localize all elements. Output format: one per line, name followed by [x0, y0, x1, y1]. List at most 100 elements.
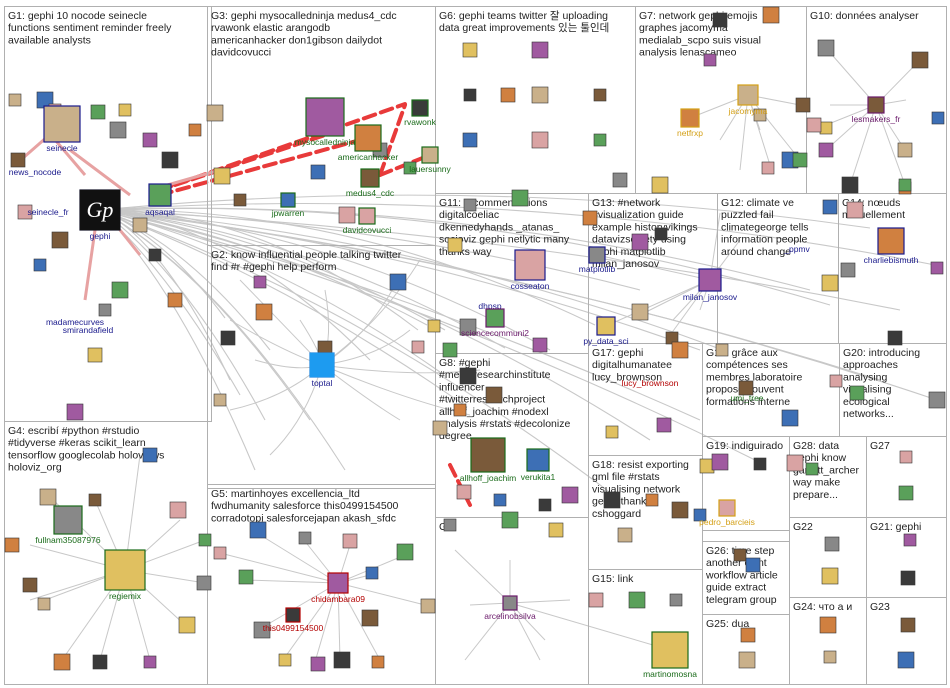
node-label-medus4-cdc: medus4_cdc: [346, 188, 395, 198]
node-avatar: [786, 454, 804, 472]
node-avatar: [605, 425, 619, 439]
node-label-regiemix: regiemix: [109, 591, 142, 601]
node-avatar: [841, 176, 859, 194]
edge: [849, 104, 877, 186]
node-avatar: [92, 654, 108, 670]
node-avatar: [819, 121, 833, 135]
group-label-g15: G15: link: [592, 573, 634, 585]
group-label-g24: G24: что а и: [793, 601, 852, 613]
node-avatar: [396, 543, 414, 561]
node-avatar: [617, 527, 633, 543]
node-avatar: [817, 39, 835, 57]
group-label-g8: G8: #gephi: [439, 357, 490, 369]
node-avatar: [206, 104, 224, 122]
node-avatar: [711, 453, 729, 471]
node-label-this0499154500: this0499154500: [263, 623, 324, 633]
node-allhoff-joachim: [470, 437, 506, 473]
edge: [99, 209, 271, 351]
node-avatar: [593, 133, 607, 147]
group-label-g7: G7: network gephi emojis: [639, 10, 757, 22]
node-avatar: [899, 450, 913, 464]
edge: [509, 599, 571, 604]
group-label-g8: analysis #rstats #decolonize: [439, 418, 570, 430]
node-avatar: [738, 380, 754, 396]
node-avatar: [654, 227, 668, 241]
edge: [229, 319, 323, 366]
group-label-g1: G1: gephi 10 nocode seinecle: [8, 10, 147, 22]
node-jpwarren: [280, 192, 296, 208]
node-avatar: [928, 391, 946, 409]
node-avatar: [911, 51, 929, 69]
node-avatar: [22, 577, 38, 593]
group-label-g28: prepare...: [793, 489, 838, 501]
node-avatar: [887, 330, 903, 346]
node-avatar: [4, 537, 20, 553]
group-label-g13: example historyvikings: [592, 221, 698, 233]
node-label-sciencecommuni2: sciencecommuni2: [461, 328, 529, 338]
node-avatar: [603, 491, 621, 509]
group-label-g4: #tidyverse #keras scikit_learn: [8, 437, 146, 449]
node-avatar: [531, 41, 549, 59]
node-avatar: [819, 616, 837, 634]
node-avatar: [900, 617, 916, 633]
node-avatar: [389, 273, 407, 291]
group-label-g28: G28: data: [793, 440, 839, 452]
node-label-pedro-barcieis: pedro_barcieis: [699, 517, 755, 527]
node-label-mysocalledninja: mysocalledninja: [295, 137, 356, 147]
node-avatar: [846, 201, 864, 219]
node-avatar: [501, 511, 519, 529]
node-avatar: [582, 210, 598, 226]
node-avatar: [532, 337, 548, 353]
node-label-seinecle-fr: seinecle_fr: [27, 207, 68, 217]
node-label-verukita1: verukita1: [521, 472, 556, 482]
node-avatar: [703, 53, 717, 67]
node-avatar: [753, 457, 767, 471]
node-label-matplotlib: matplotlib: [579, 264, 616, 274]
group-label-g10: G10: données analyser: [810, 10, 919, 22]
node-this0499154500: [285, 607, 301, 623]
edge-emphasized: [118, 229, 142, 256]
edge: [99, 209, 756, 461]
node-avatar: [462, 42, 478, 58]
group-label-g5: fwdhumanity salesforce this0499154500: [211, 500, 399, 512]
group-label-g11: dkennedyhands _atanas_: [439, 221, 559, 233]
node-label-jpwarren: jpwarren: [271, 208, 305, 218]
group-label-g16: membres laboratoire: [706, 371, 802, 383]
group-label-g8: #mediaresearchinstitute: [439, 369, 551, 381]
group-label-g11: socioviz gephi netlytic many: [439, 234, 570, 246]
node-label-aqsaqal: aqsaqal: [145, 207, 175, 217]
node-avatar: [485, 386, 503, 404]
edge: [99, 209, 419, 331]
node-label-rvawonk: rvawonk: [404, 117, 436, 127]
edge: [747, 94, 801, 161]
node-avatar: [342, 533, 358, 549]
group-label-g17: G17: gephi: [592, 347, 643, 359]
node-avatar: [188, 123, 202, 137]
group-label-g12: information people: [721, 234, 808, 246]
node-avatar: [656, 417, 672, 433]
group-label-g22: G22: [793, 521, 813, 533]
node-avatar: [213, 167, 231, 185]
group-label-g7: analysis lenascameo: [639, 47, 737, 59]
node-avatar: [213, 393, 227, 407]
node-avatar: [51, 231, 69, 249]
node-avatar: [822, 199, 838, 215]
group-label-g13: milan_janosov: [592, 258, 660, 270]
node-rvawonk: [411, 99, 429, 117]
edge: [739, 94, 749, 171]
node-avatar: [745, 557, 761, 573]
edge: [337, 582, 341, 661]
node-label-py-data-sci: py_data_sci: [583, 336, 628, 346]
node-avatar: [132, 217, 148, 233]
node-avatar: [671, 501, 689, 519]
edge: [337, 582, 426, 606]
node-avatar: [198, 533, 212, 547]
node-avatar: [538, 498, 552, 512]
node-label-news-nocode: news_nocode: [9, 167, 62, 177]
node-avatar: [111, 281, 129, 299]
node-avatar: [531, 86, 549, 104]
node-avatar: [821, 567, 839, 585]
node-avatar: [361, 609, 379, 627]
edge: [99, 194, 871, 229]
node-avatar: [17, 204, 33, 220]
